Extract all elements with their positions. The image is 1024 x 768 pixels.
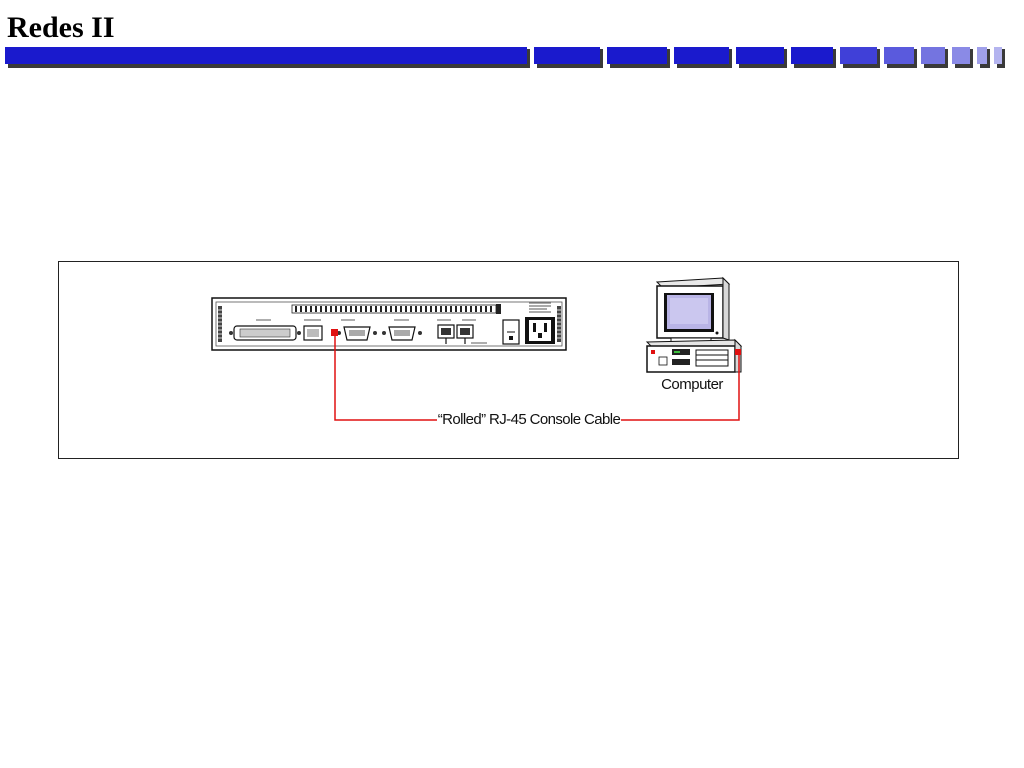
bar-segment [607,47,667,64]
bar-segment [994,47,1002,64]
bar-segment [674,47,729,64]
bar-segment [952,47,970,64]
computer-serial-endpoint [735,349,741,355]
bar-segment [884,47,914,64]
cable-label: “Rolled” RJ-45 Console Cable [437,411,621,428]
bar-segment [791,47,833,64]
bar-segment [5,47,527,64]
title-bar-segments [5,47,1002,64]
bar-segment [921,47,945,64]
bar-segment [534,47,600,64]
diagram-canvas [211,276,743,421]
diagram-frame: Computer “Rolled” RJ-45 Console Cable [58,261,959,459]
slide-title: Redes II [7,11,115,44]
bar-segment [736,47,784,64]
bar-segment [840,47,877,64]
router-icon [211,297,567,351]
title-decoration-bar [5,47,1005,68]
computer-icon [645,276,743,373]
bar-segment [977,47,987,64]
computer-label: Computer [661,376,723,393]
router-console-endpoint [331,329,338,336]
